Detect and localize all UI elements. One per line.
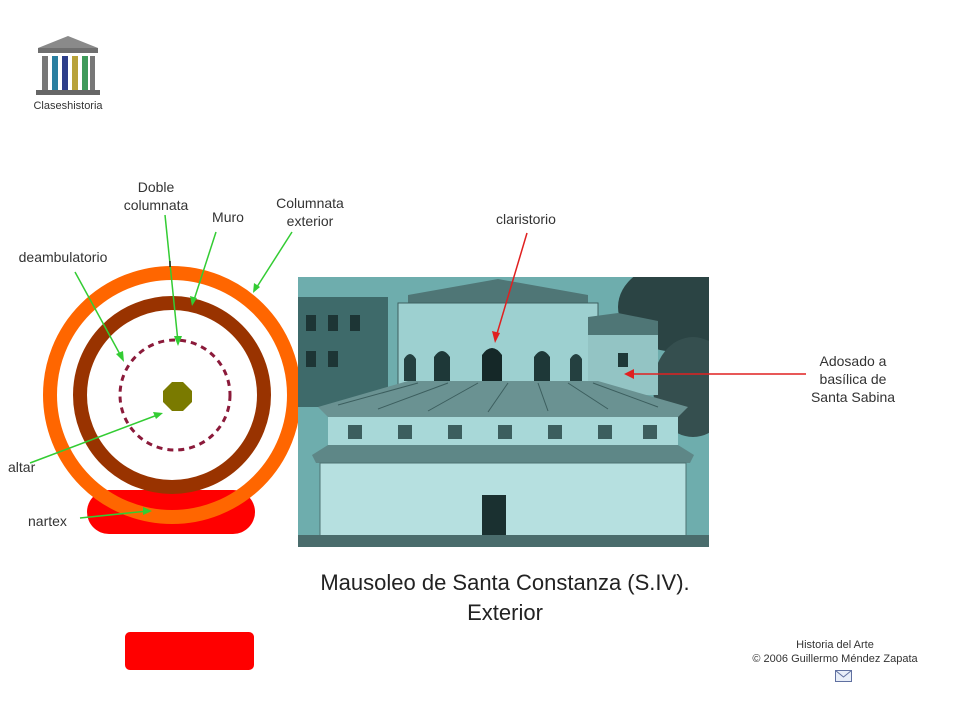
- plan-diagram: [29, 214, 300, 534]
- outer-colonnade-ring: [43, 266, 300, 524]
- footer-line1: Historia del Arte: [796, 639, 874, 651]
- double-colonnade-ring: [118, 338, 232, 452]
- slide-title: Mausoleo de Santa Constanza (S.IV).Exter…: [320, 570, 690, 625]
- footer-line2: © 2006 Guillermo Méndez Zapata: [752, 653, 918, 665]
- altar-shape: [163, 382, 192, 411]
- temple-icon: [36, 36, 100, 95]
- logo-caption: Claseshistoria: [33, 100, 103, 112]
- mail-icon[interactable]: [835, 670, 852, 682]
- red-arrows: [492, 232, 806, 379]
- label-altar: altar: [8, 459, 36, 475]
- wall-ring: [73, 296, 271, 494]
- footer: Historia del Arte © 2006 Guillermo Ménde…: [730, 638, 940, 666]
- label-nartex: nartex: [28, 513, 67, 529]
- red-nav-button[interactable]: [125, 632, 254, 670]
- label-deambulatorio: deambulatorio: [18, 249, 108, 265]
- label-claristorio: claristorio: [496, 211, 556, 227]
- mausoleum-photo: [298, 277, 709, 547]
- label-muro: Muro: [212, 209, 244, 225]
